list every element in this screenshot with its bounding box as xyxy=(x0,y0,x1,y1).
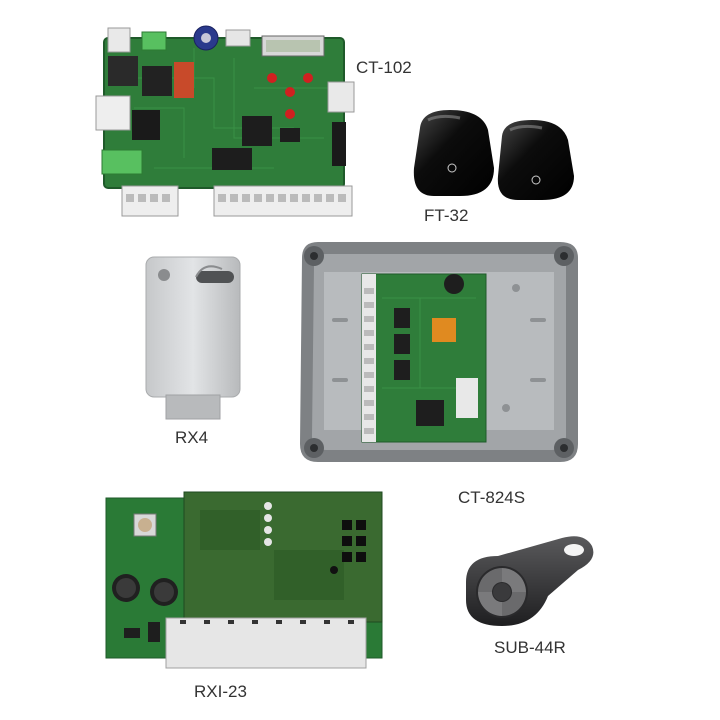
sub-44r-remote-image xyxy=(466,536,594,626)
ct-824s-label: CT-824S xyxy=(458,488,526,507)
rx4-receiver xyxy=(144,255,242,423)
ft-32-photocells-image xyxy=(413,110,574,200)
rxi-23-board-image xyxy=(105,491,383,669)
rxi-23-receiver-board xyxy=(104,490,386,672)
rx4-label: RX4 xyxy=(175,428,209,447)
ct-102-board-image xyxy=(95,25,355,217)
sub-44r-label: SUB-44R xyxy=(494,638,566,657)
ct-102-control-board xyxy=(94,18,356,223)
rx4-receiver-image xyxy=(145,256,241,420)
ft-32-label: FT-32 xyxy=(424,206,469,225)
ft-32-photocells xyxy=(410,108,590,200)
sub-44r-remote xyxy=(458,530,600,630)
ct-824s-enclosure-image xyxy=(300,242,578,462)
ct-102-label: CT-102 xyxy=(356,58,412,77)
rxi-23-label: RXI-23 xyxy=(194,682,247,701)
ct-824s-enclosure xyxy=(296,238,582,466)
